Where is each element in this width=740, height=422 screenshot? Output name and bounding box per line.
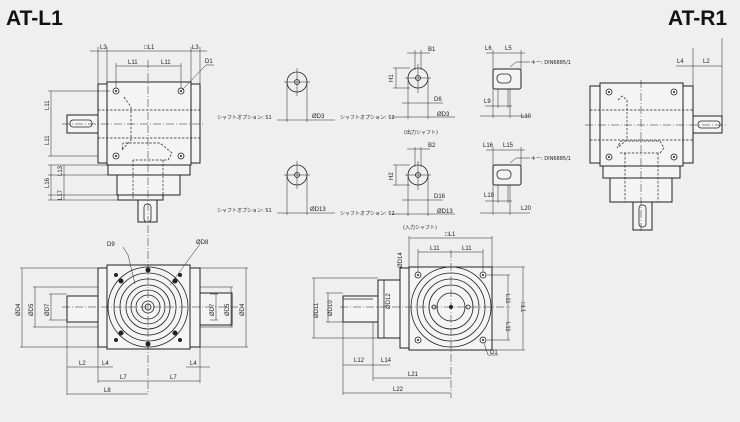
gearbox-side-view-right <box>585 38 727 232</box>
dim-L1-top: □L1 <box>445 232 456 238</box>
dim-D11: ØD11 <box>314 302 320 318</box>
shaft-option-s2-label: シャフトオプション: S2 <box>340 115 395 121</box>
mounting-hole-icon <box>670 88 678 96</box>
mounting-hole-icon <box>605 153 613 161</box>
dim-D6: D6 <box>434 97 442 103</box>
dim-L21: L21 <box>408 372 419 378</box>
dim-D7-left: ØD7 <box>45 303 51 316</box>
model-title-left: AT-L1 <box>6 7 63 30</box>
dim-L11-a: L11 <box>128 60 138 66</box>
mounting-hole-icon <box>605 88 613 96</box>
mounting-hole-icon <box>670 153 678 161</box>
mounting-hole-icon <box>414 336 422 344</box>
dim-D13-s1: ØD13 <box>310 207 326 213</box>
dim-D1: D1 <box>205 59 213 65</box>
output-key-spec: キー: DIN6885/1 <box>531 60 571 66</box>
dim-L5: L5 <box>505 46 512 52</box>
gearbox-front-view-right <box>312 236 525 398</box>
gearbox-front-view-left <box>20 225 248 395</box>
dim-L14: L14 <box>381 358 392 364</box>
dim-L11-a-bottom: L11 <box>430 246 440 252</box>
input-shaft-caption: (入力シャフト) <box>403 224 437 231</box>
dim-B1: B1 <box>428 47 436 53</box>
shaft-option-s2-label-input: シャフトオプション: S2 <box>340 211 395 217</box>
shaft-option-s1-label: シャフトオプション: S1 <box>217 115 272 121</box>
dim-D7-right: ØD7 <box>210 303 216 316</box>
dim-L4-bottom-left: L4 <box>102 361 109 367</box>
dim-L11-v2-bottom: L11 <box>504 322 510 332</box>
dim-D12: ØD12 <box>386 293 392 309</box>
dim-L11-v1-bottom: L11 <box>504 294 510 304</box>
dim-L16: L16 <box>45 177 51 188</box>
dim-L17: L17 <box>58 189 64 200</box>
dim-D16: D16 <box>434 194 446 200</box>
dim-D13-s2: ØD13 <box>437 209 453 215</box>
dim-L6: L6 <box>485 46 492 52</box>
dim-H1: H1 <box>389 74 395 82</box>
key-detail-views <box>480 50 530 215</box>
dim-L12: L12 <box>354 358 365 364</box>
model-title-right: AT-R1 <box>668 7 727 30</box>
dim-D3-s2: ØD3 <box>437 112 450 118</box>
dim-L3-left: L3 <box>100 45 107 51</box>
dim-L11-b: L11 <box>161 60 171 66</box>
dim-D5-right: ØD5 <box>225 303 231 316</box>
mounting-hole-icon <box>479 336 487 344</box>
dim-L4-top: L4 <box>677 59 684 65</box>
output-shaft-caption: (出力シャフト) <box>404 129 438 136</box>
dim-L11-b-bottom: L11 <box>462 246 472 252</box>
dim-D14: ØD14 <box>398 252 404 268</box>
shaft-option-views <box>277 50 455 216</box>
dim-L9: L9 <box>484 99 491 105</box>
dim-H2: H2 <box>389 172 395 180</box>
dim-L15: L15 <box>503 143 514 149</box>
dim-L1-side: □L1 <box>519 302 525 313</box>
dim-L20: L20 <box>521 206 532 212</box>
dim-B2: B2 <box>428 143 436 149</box>
dim-L22: L22 <box>393 387 404 393</box>
dim-D5-left: ØD5 <box>29 303 35 316</box>
dim-D4-right: ØD4 <box>240 303 246 316</box>
dim-D4-left: ØD4 <box>16 303 22 316</box>
dim-L7-left: L7 <box>120 375 127 381</box>
dim-L11-v1: L11 <box>45 100 51 110</box>
dim-L13: L13 <box>58 165 64 176</box>
dim-L1: □L1 <box>144 45 155 51</box>
mounting-hole-icon <box>177 152 185 160</box>
shaft-option-s1-label-input: シャフトオプション: S1 <box>217 208 272 214</box>
mounting-hole-icon <box>112 152 120 160</box>
dim-D8: ØD8 <box>196 240 209 246</box>
dim-L10: L10 <box>521 114 532 120</box>
dim-L7-right: L7 <box>170 375 177 381</box>
dim-L19: L19 <box>484 193 495 199</box>
dim-D9: D9 <box>107 242 115 248</box>
dim-D3-s1: ØD3 <box>312 114 325 120</box>
dim-L16-key: L16 <box>483 143 494 149</box>
dim-D10: ØD10 <box>328 300 334 316</box>
gearbox-side-view-left <box>48 47 214 223</box>
input-key-spec: キー: DIN6885/1 <box>531 156 571 162</box>
dim-L11-v2: L11 <box>45 135 51 145</box>
dim-L4-bottom-right: L4 <box>190 361 197 367</box>
dim-L2-bottom: L2 <box>79 361 86 367</box>
dim-L8: L8 <box>104 388 111 394</box>
dim-L2-top: L2 <box>703 59 710 65</box>
dim-D1-bottom: D1 <box>490 350 498 356</box>
dim-L3-right: L3 <box>192 45 199 51</box>
